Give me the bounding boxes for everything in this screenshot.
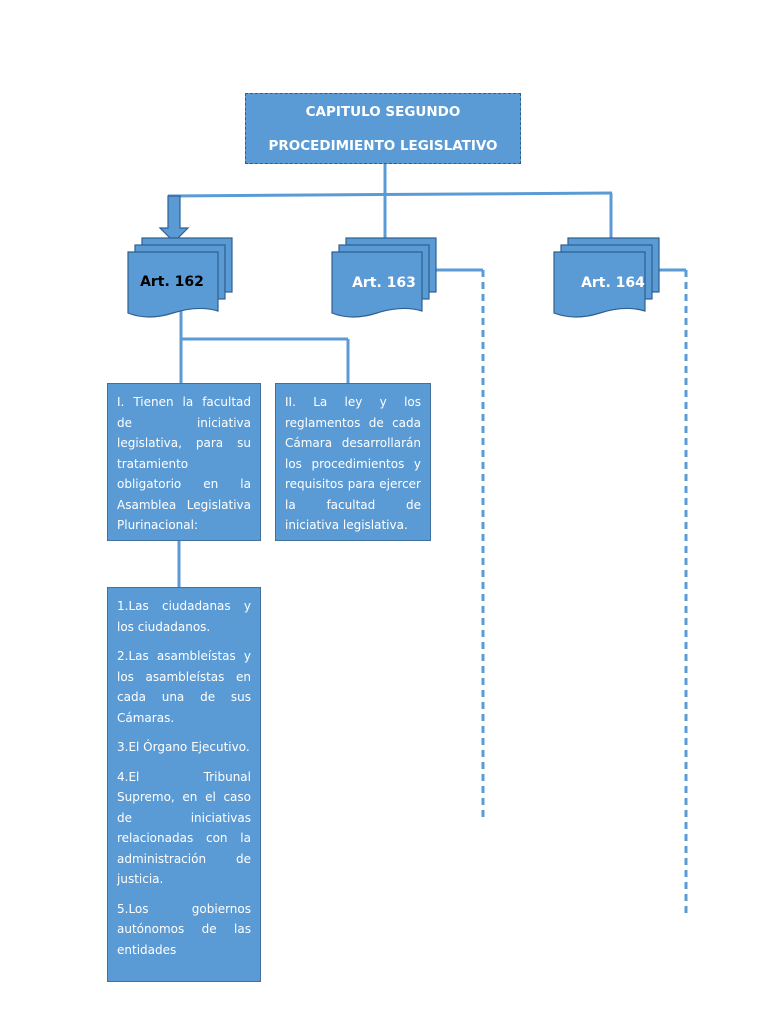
art162-paragraph-ii: II. La ley y los reglamentos de cada Cám… <box>285 395 421 532</box>
list-item: 4.El Tribunal Supremo, en el caso de ini… <box>117 769 251 887</box>
list-item: 5.Los gobiernos autónomos de las entidad… <box>117 901 251 957</box>
art162-document-icon <box>127 237 233 318</box>
list-item: 1.Las ciudadanas y los ciudadanos. <box>117 599 251 634</box>
art-162-label: Art. 162 <box>140 274 204 290</box>
chapter-subtitle: PROCEDIMIENTO LEGISLATIVO <box>268 138 498 154</box>
art162-paragraph-ii-box: II. La ley y los reglamentos de cada Cám… <box>275 383 431 541</box>
list-item: 2.Las asambleístas y los asambleístas en… <box>117 649 251 725</box>
art163-document-icon <box>331 237 437 318</box>
art-164-label: Art. 164 <box>581 275 645 291</box>
chapter-title-box: CAPITULO SEGUNDO PROCEDIMIENTO LEGISLATI… <box>245 93 521 164</box>
art-163-label: Art. 163 <box>352 275 416 291</box>
art162-paragraph-i-box: I. Tienen la facultad de iniciativa legi… <box>107 383 261 541</box>
art162-paragraph-i: I. Tienen la facultad de iniciativa legi… <box>117 395 251 532</box>
connector-horizontal-top <box>167 191 613 198</box>
art162-initiative-list-box: 1.Las ciudadanas y los ciudadanos. 2.Las… <box>107 587 261 982</box>
down-arrow-icon <box>158 195 190 243</box>
list-item: 3.El Órgano Ejecutivo. <box>117 740 250 754</box>
chapter-title: CAPITULO SEGUNDO <box>305 104 461 120</box>
art164-document-icon <box>553 237 660 318</box>
